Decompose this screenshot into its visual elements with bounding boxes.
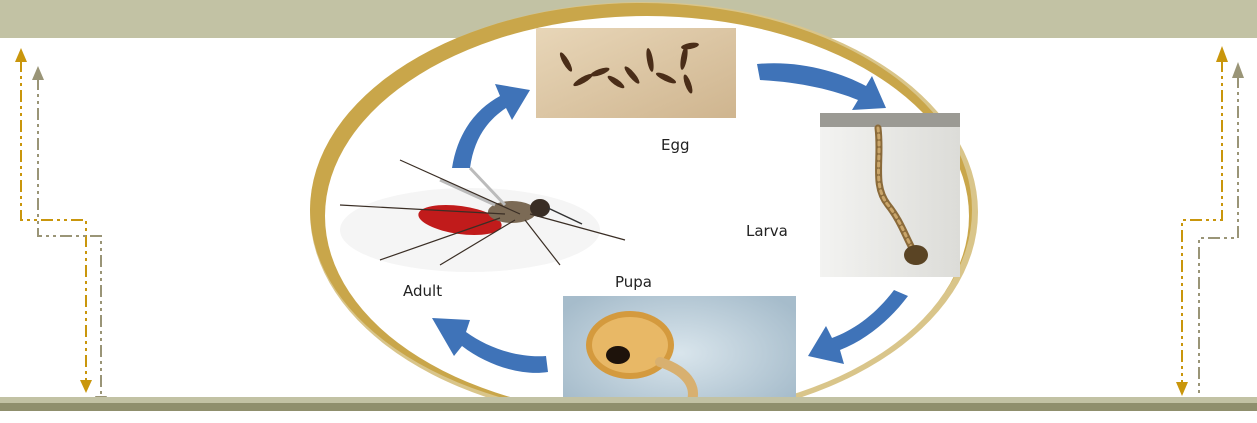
right-connector-taupe	[1193, 62, 1244, 412]
stage-label-egg: Egg	[661, 136, 690, 154]
left-connector-taupe	[32, 66, 107, 409]
left-connector-gold	[15, 48, 92, 393]
right-connector-gold	[1176, 46, 1228, 396]
stage-label-larva: Larva	[746, 222, 788, 240]
bottom-band	[0, 397, 1257, 423]
larva-photo	[820, 113, 960, 277]
stage-label-pupa: Pupa	[615, 273, 652, 291]
stage-label-adult: Adult	[403, 282, 442, 300]
egg-photo	[536, 28, 736, 118]
